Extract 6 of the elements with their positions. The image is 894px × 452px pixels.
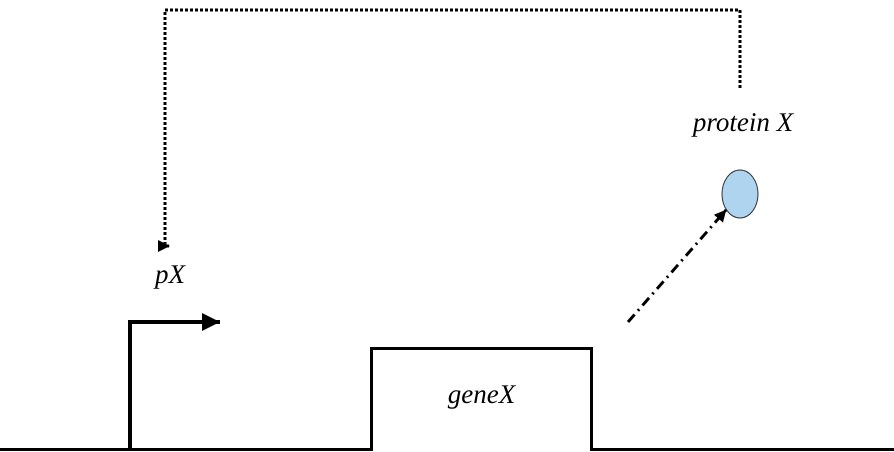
arrow bbox=[626, 208, 728, 323]
arrow bbox=[158, 8, 742, 252]
promoter-label: pX bbox=[152, 258, 187, 290]
protein-label: protein X bbox=[690, 106, 795, 138]
gene-box bbox=[370, 347, 593, 451]
gene-label: geneX bbox=[446, 378, 517, 410]
